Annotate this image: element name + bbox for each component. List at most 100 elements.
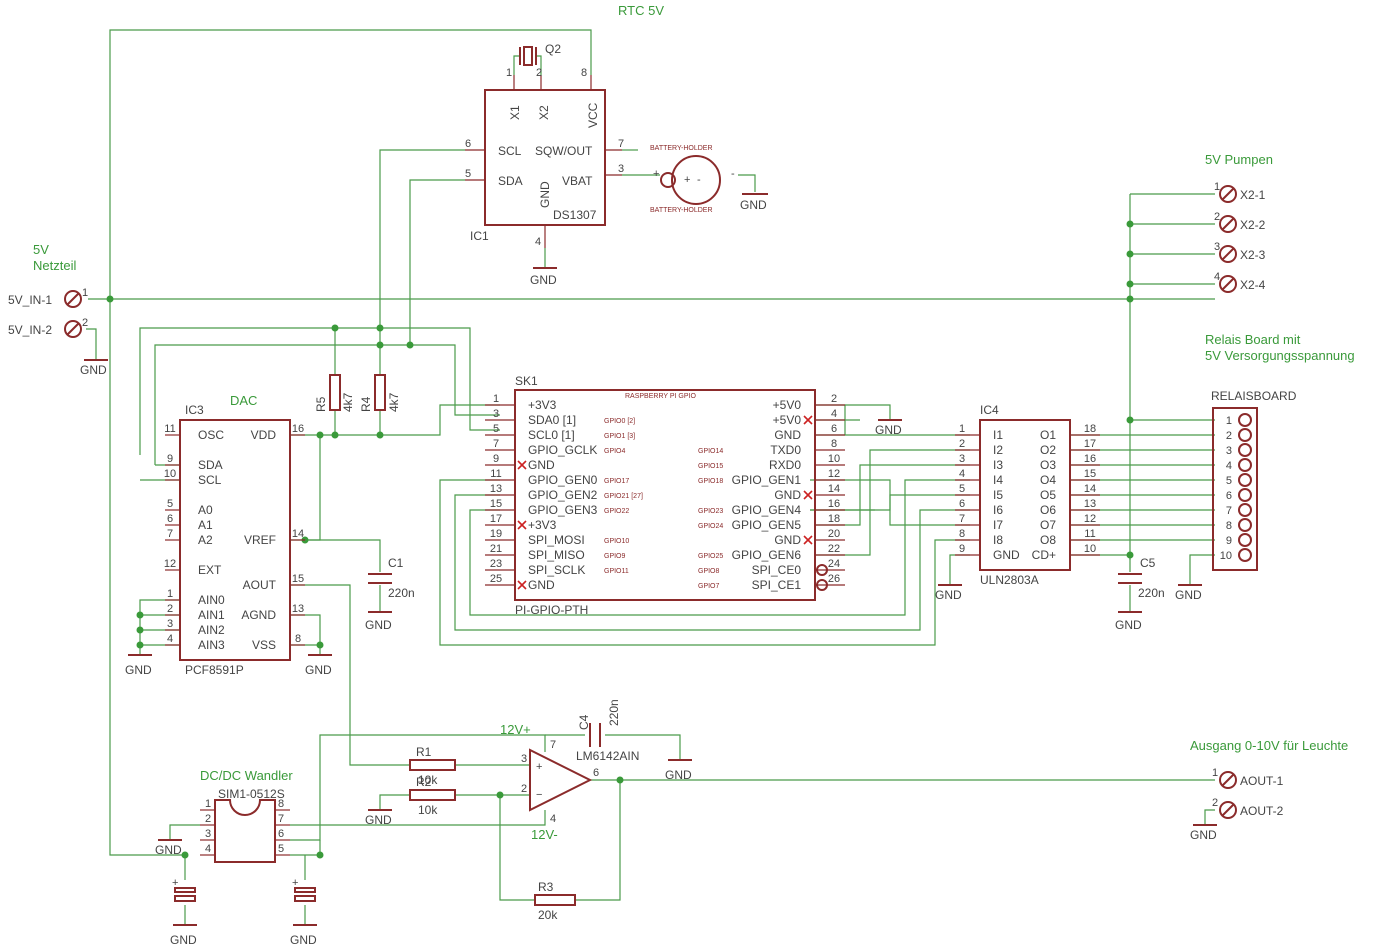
opamp-stage: + − 3 2 6 7 4 LM6142AIN R1 10k R2 10k R3… xyxy=(365,699,692,922)
uln-pin-num: 5 xyxy=(959,483,965,495)
dac-pin-num: 3 xyxy=(167,618,173,630)
label-netzteil: Netzteil xyxy=(33,258,76,273)
uln-pin-label: O1 xyxy=(1040,428,1056,442)
svg-text:C4: C4 xyxy=(577,714,591,730)
svg-text:-: - xyxy=(731,168,735,180)
relais-pin-num: 9 xyxy=(1226,535,1232,547)
svg-text:GPIO8: GPIO8 xyxy=(698,568,720,575)
uln-pin-label: I7 xyxy=(993,518,1003,532)
pi-pin-label: SDA0 [1] xyxy=(528,413,576,427)
svg-text:R5: R5 xyxy=(314,396,328,412)
svg-text:2: 2 xyxy=(1212,797,1218,809)
svg-text:GPIO22: GPIO22 xyxy=(604,508,629,515)
pi-pin-num: 4 xyxy=(831,408,837,420)
pi-pin-label: SPI_MOSI xyxy=(528,533,585,547)
svg-text:PCF8591P: PCF8591P xyxy=(185,663,244,677)
svg-text:GND: GND xyxy=(80,363,107,377)
dac-pin-num: 4 xyxy=(167,633,173,645)
svg-text:SDA: SDA xyxy=(498,174,523,188)
pi-pin-num: 19 xyxy=(490,528,502,540)
ds1307-value: DS1307 xyxy=(553,208,597,222)
pump-terminal-label: X2-4 xyxy=(1240,278,1266,292)
uln-pin-num: 2 xyxy=(959,438,965,450)
pi-pin-num: 3 xyxy=(493,408,499,420)
svg-text:RASPBERRY PI GPIO: RASPBERRY PI GPIO xyxy=(625,393,696,400)
uln-pin-num: 13 xyxy=(1084,498,1096,510)
uln-pin-label: GND xyxy=(993,548,1020,562)
dac-pin-label: AIN1 xyxy=(198,608,225,622)
dac-pin-label: SCL xyxy=(198,473,222,487)
svg-text:VCC: VCC xyxy=(586,102,600,128)
ds1307-name: IC1 xyxy=(470,229,489,243)
svg-text:BATTERY-HOLDER: BATTERY-HOLDER xyxy=(650,145,713,152)
dac-pin-label: AGND xyxy=(241,608,276,622)
relais-pin xyxy=(1238,488,1252,502)
pi-pin-num: 15 xyxy=(490,498,502,510)
svg-text:GPIO4: GPIO4 xyxy=(604,448,626,455)
label-dac: DAC xyxy=(230,393,257,408)
svg-text:IC3: IC3 xyxy=(185,403,204,417)
svg-text:220n: 220n xyxy=(388,586,415,600)
svg-text:+: + xyxy=(536,761,542,773)
svg-text:+: + xyxy=(653,168,659,180)
svg-text:GND: GND xyxy=(1115,618,1142,632)
uln-pin-num: 18 xyxy=(1084,423,1096,435)
pi-pin-label: RXD0 xyxy=(769,458,801,472)
pi-pin-label: GND xyxy=(774,533,801,547)
uln-pin-label: I6 xyxy=(993,503,1003,517)
pi-pin-label: GND xyxy=(774,428,801,442)
pi-pin-num: 26 xyxy=(828,573,840,585)
svg-text:RELAISBOARD: RELAISBOARD xyxy=(1211,389,1297,403)
svg-text:GPIO24: GPIO24 xyxy=(698,523,723,530)
dac-pin-num: 10 xyxy=(164,468,176,480)
relais-pin-num: 5 xyxy=(1226,475,1232,487)
svg-text:10k: 10k xyxy=(418,803,438,817)
dac-pin-label: A0 xyxy=(198,503,213,517)
svg-text:6: 6 xyxy=(465,138,471,150)
pump-pin-num: 2 xyxy=(1214,211,1220,223)
svg-text:GND: GND xyxy=(365,618,392,632)
uln-pin-num: 17 xyxy=(1084,438,1096,450)
svg-text:1: 1 xyxy=(506,67,512,79)
pi-pin-label: TXD0 xyxy=(770,443,801,457)
uln-pin-label: O5 xyxy=(1040,488,1056,502)
svg-text:BATTERY-HOLDER: BATTERY-HOLDER xyxy=(650,207,713,214)
svg-text:4k7: 4k7 xyxy=(387,392,401,412)
svg-text:3: 3 xyxy=(521,753,527,765)
svg-text:GPIO21 [27]: GPIO21 [27] xyxy=(604,493,643,500)
relais-pin-num: 3 xyxy=(1226,445,1232,457)
svg-text:GND: GND xyxy=(935,588,962,602)
pi-pin-num: 17 xyxy=(490,513,502,525)
pi-pin-num: 14 xyxy=(828,483,840,495)
dac-pin-label: EXT xyxy=(198,563,222,577)
label-dcdc: DC/DC Wandler xyxy=(200,768,293,783)
uln-pin-num: 7 xyxy=(959,513,965,525)
uln-pin-num: 6 xyxy=(959,498,965,510)
uln-pin-label: O4 xyxy=(1040,473,1056,487)
svg-text:7: 7 xyxy=(278,813,284,825)
pi-pin-label: GPIO_GEN4 xyxy=(732,503,802,517)
dac-pin-label: A1 xyxy=(198,518,213,532)
uln-pin-num: 9 xyxy=(959,543,965,555)
uln-pin-num: 11 xyxy=(1084,528,1095,540)
svg-text:GPIO15: GPIO15 xyxy=(698,463,723,470)
svg-text:GPIO18: GPIO18 xyxy=(698,478,723,485)
relais-pin xyxy=(1238,473,1252,487)
pi-pin-num: 21 xyxy=(490,543,502,555)
dac-pin-num: 2 xyxy=(167,603,173,615)
svg-text:R3: R3 xyxy=(538,880,554,894)
svg-text:GND: GND xyxy=(538,181,552,208)
capacitor-c1: C1 220n GND xyxy=(365,556,415,632)
dac-pin-label: A2 xyxy=(198,533,213,547)
label-relais-2: 5V Versorgungsspannung xyxy=(1205,348,1355,363)
uln-pin-num: 4 xyxy=(959,468,965,480)
svg-text:+: + xyxy=(172,877,178,889)
svg-text:3: 3 xyxy=(618,163,624,175)
pi-pin-num: 2 xyxy=(831,393,837,405)
dac-pin-num: 12 xyxy=(164,558,176,570)
uln-pin-label: I3 xyxy=(993,458,1003,472)
uln-pin-label: I1 xyxy=(993,428,1003,442)
svg-text:2: 2 xyxy=(205,813,211,825)
